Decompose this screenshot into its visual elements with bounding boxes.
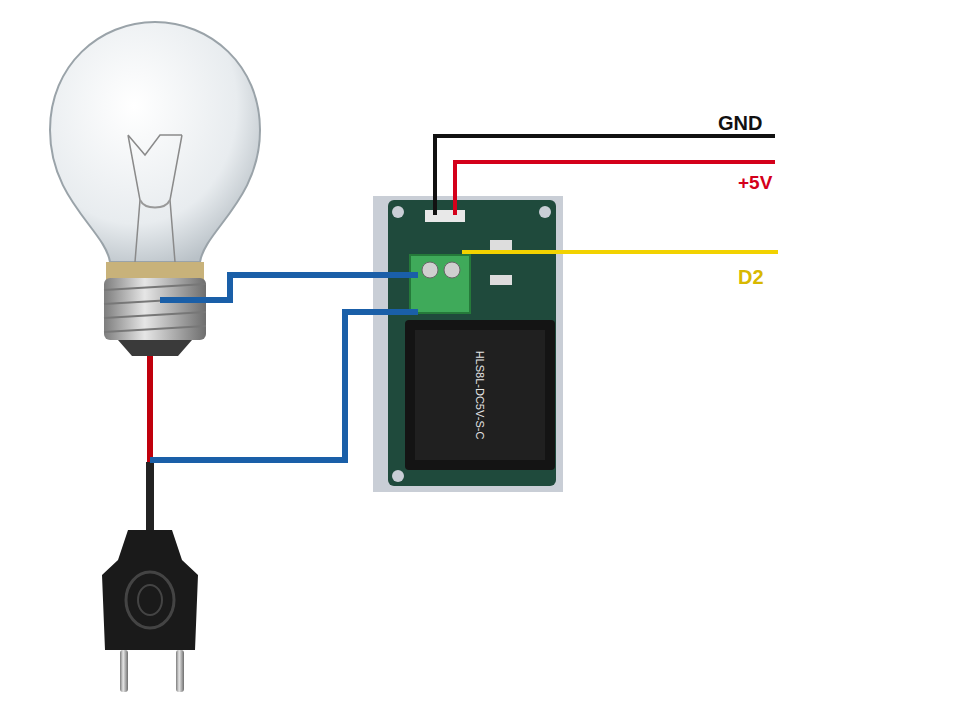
relay-module (373, 196, 563, 492)
power-cord (102, 356, 198, 692)
signal-wire (462, 250, 778, 254)
signal-name: +5V (738, 172, 772, 194)
mains-wire (150, 312, 418, 460)
pin-name: D2 (738, 266, 764, 289)
gnd-wire (435, 136, 775, 215)
part-number: HLS8L-DC5V-S-C (474, 351, 486, 440)
lamp-wire (160, 275, 418, 300)
signal-name: GND (718, 112, 762, 135)
vcc-wire (455, 162, 775, 215)
light-bulb (50, 22, 260, 356)
